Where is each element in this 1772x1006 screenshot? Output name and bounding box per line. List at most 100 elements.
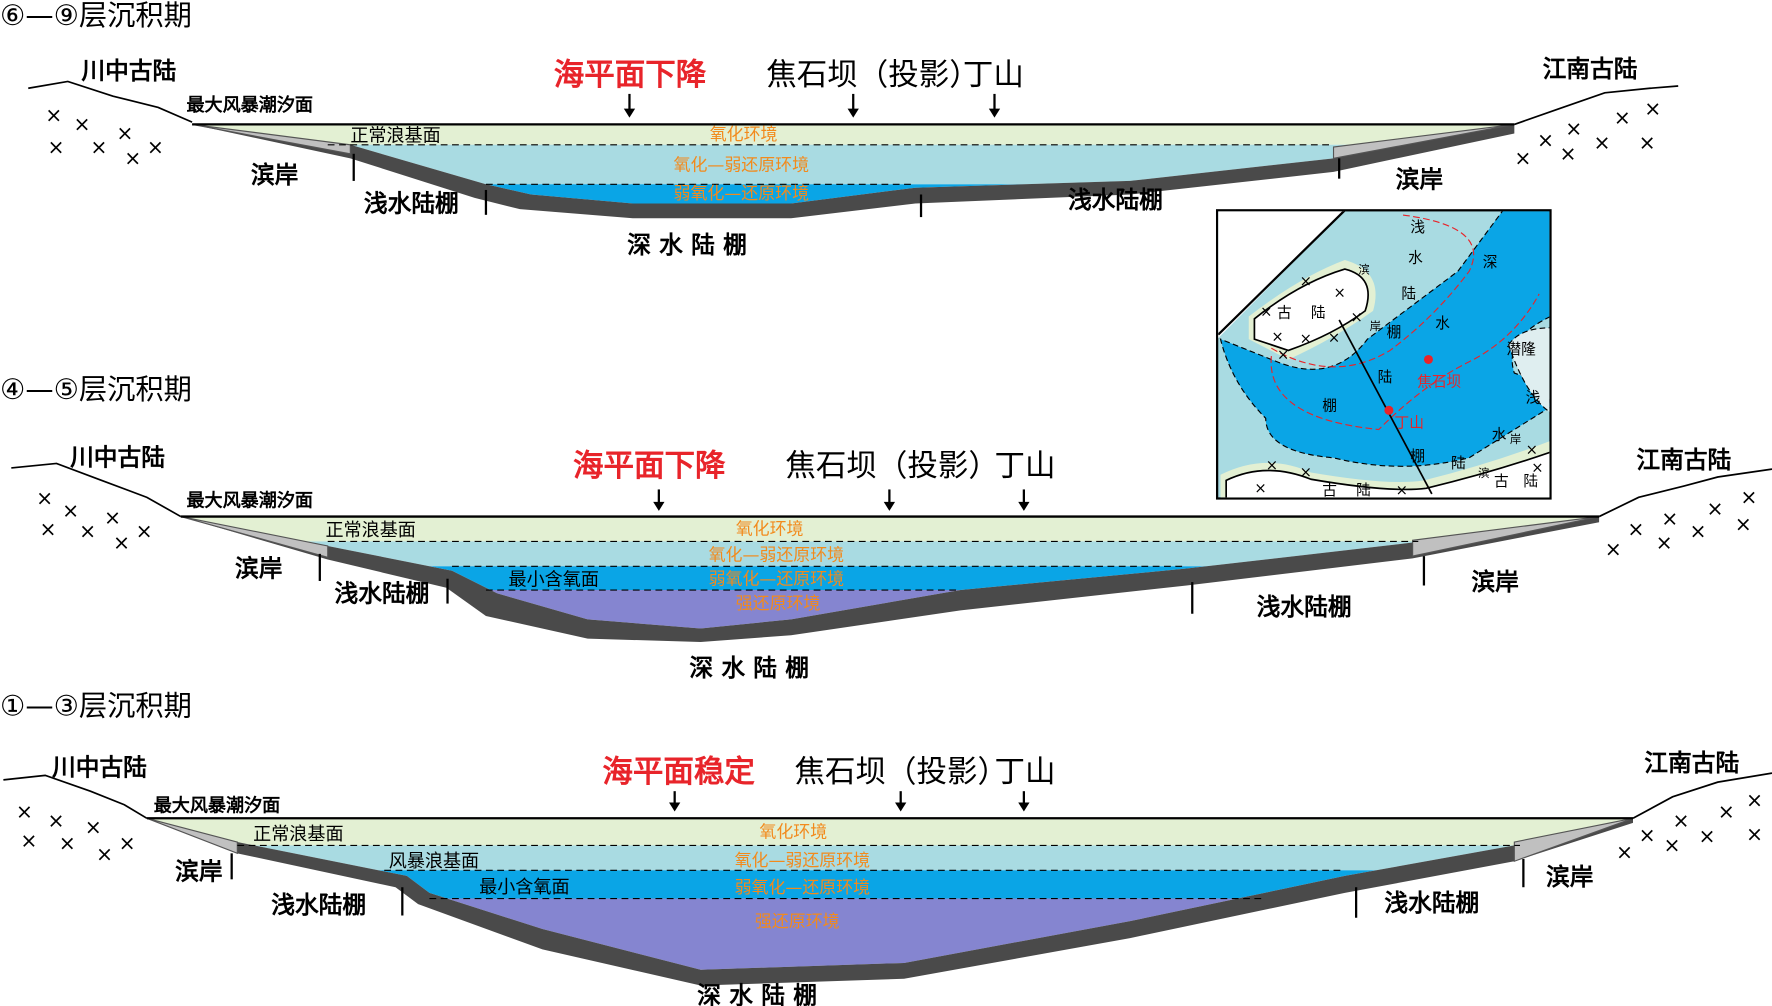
env-label: 弱氧化—还原环境 bbox=[709, 568, 845, 588]
svg-text:×: × bbox=[62, 499, 79, 523]
left-land-label: 川中古陆 bbox=[69, 444, 165, 472]
svg-text:古: 古 bbox=[1277, 305, 1292, 322]
svg-text:岸: 岸 bbox=[1370, 320, 1381, 333]
storm-wave-base-label: 风暴浪基面 bbox=[389, 851, 479, 872]
svg-text:×: × bbox=[1593, 130, 1610, 154]
shelf-label: 浅水陆棚 bbox=[1068, 186, 1163, 214]
deep-shelf-label: 深 水 陆 棚 bbox=[689, 654, 809, 682]
svg-text:×: × bbox=[1746, 788, 1763, 812]
env-label: 氧化环境 bbox=[759, 822, 827, 842]
deep-shelf-label: 深 水 陆 棚 bbox=[697, 982, 817, 1006]
svg-text:×: × bbox=[1514, 146, 1531, 170]
svg-text:×: × bbox=[1644, 96, 1661, 120]
svg-text:×: × bbox=[1277, 346, 1289, 363]
svg-text:×: × bbox=[1664, 833, 1681, 857]
panel-title: ④—⑤层沉积期 bbox=[0, 373, 192, 406]
storm-tide-label: 最大风暴潮汐面 bbox=[186, 94, 313, 116]
shore-label: 滨岸 bbox=[1546, 863, 1593, 891]
svg-text:×: × bbox=[1334, 284, 1346, 301]
arrows bbox=[628, 93, 996, 114]
svg-text:×: × bbox=[1396, 482, 1408, 499]
svg-text:棚: 棚 bbox=[1322, 397, 1337, 414]
shore-label: 滨岸 bbox=[1471, 568, 1518, 596]
env-label: 氧化—弱还原环境 bbox=[709, 545, 845, 565]
svg-text:×: × bbox=[73, 112, 90, 136]
svg-text:深: 深 bbox=[1483, 254, 1498, 271]
svg-text:陆: 陆 bbox=[1356, 482, 1371, 499]
substrate bbox=[192, 124, 1515, 219]
svg-text:古: 古 bbox=[1494, 473, 1509, 490]
svg-text:×: × bbox=[1616, 840, 1633, 864]
svg-text:×: × bbox=[1565, 117, 1582, 141]
svg-text:×: × bbox=[116, 121, 133, 145]
svg-text:×: × bbox=[147, 135, 164, 159]
map-site-dingshan: 丁山 bbox=[1395, 414, 1424, 431]
svg-text:×: × bbox=[1740, 485, 1757, 509]
svg-text:水: 水 bbox=[1408, 249, 1423, 266]
deep-shelf-label: 深 水 陆 棚 bbox=[627, 231, 747, 259]
site-jiaoshiba: 焦石坝（投影） bbox=[785, 449, 999, 484]
storm-tide-label: 最大风暴潮汐面 bbox=[154, 795, 281, 817]
svg-text:×: × bbox=[1627, 517, 1644, 541]
shelf-label: 浅水陆棚 bbox=[1384, 889, 1479, 917]
svg-text:水: 水 bbox=[1492, 427, 1507, 444]
site-dingshan: 丁山 bbox=[994, 755, 1055, 790]
svg-text:×: × bbox=[90, 135, 107, 159]
svg-text:滨: 滨 bbox=[1358, 263, 1369, 277]
svg-text:×: × bbox=[1254, 480, 1266, 497]
wave-base-label: 正常浪基面 bbox=[325, 520, 415, 541]
svg-text:陆: 陆 bbox=[1311, 305, 1326, 322]
svg-text:×: × bbox=[1266, 457, 1278, 474]
svg-text:陆: 陆 bbox=[1401, 285, 1416, 302]
svg-text:×: × bbox=[1639, 130, 1656, 154]
svg-text:陆: 陆 bbox=[1523, 473, 1538, 490]
env-label: 氧化—弱还原环境 bbox=[735, 850, 871, 870]
svg-text:×: × bbox=[1699, 824, 1716, 848]
svg-text:陆: 陆 bbox=[1451, 455, 1466, 472]
svg-text:×: × bbox=[1260, 304, 1272, 321]
svg-text:×: × bbox=[124, 146, 141, 170]
svg-text:×: × bbox=[1746, 822, 1763, 846]
wave-base-label: 正常浪基面 bbox=[253, 824, 343, 845]
svg-text:×: × bbox=[1271, 328, 1283, 345]
svg-text:×: × bbox=[1328, 330, 1340, 347]
svg-text:×: × bbox=[59, 831, 76, 855]
env-label: 强还原环境 bbox=[736, 593, 821, 613]
svg-text:棚: 棚 bbox=[1410, 448, 1425, 465]
svg-text:×: × bbox=[104, 505, 121, 529]
svg-text:浅: 浅 bbox=[1410, 219, 1425, 236]
env-label: 氧化环境 bbox=[736, 519, 804, 539]
right-land-label: 江南古陆 bbox=[1543, 55, 1638, 83]
svg-text:×: × bbox=[1526, 441, 1538, 458]
section-line bbox=[1338, 319, 1433, 495]
map-site-jiaoshiba: 焦石坝 bbox=[1417, 374, 1461, 391]
svg-text:×: × bbox=[1531, 459, 1543, 476]
site-jiaoshiba: 焦石坝（投影） bbox=[794, 755, 1008, 790]
svg-text:×: × bbox=[20, 829, 37, 853]
left-land-line bbox=[28, 80, 193, 123]
min-oxygen-label: 最小含氧面 bbox=[479, 877, 569, 898]
svg-text:×: × bbox=[79, 519, 96, 543]
svg-text:×: × bbox=[47, 135, 64, 159]
jiaoshiba-dot bbox=[1423, 354, 1433, 364]
svg-text:×: × bbox=[40, 517, 57, 541]
env-label: 氧化—弱还原环境 bbox=[674, 155, 810, 175]
svg-text:×: × bbox=[1537, 128, 1554, 152]
storm-tide-label: 最大风暴潮汐面 bbox=[186, 489, 313, 511]
sea-level-label: 海平面下降 bbox=[554, 58, 707, 93]
wave-base-label: 正常浪基面 bbox=[350, 125, 440, 146]
right-land-label: 江南古陆 bbox=[1644, 749, 1739, 777]
svg-text:×: × bbox=[1690, 519, 1707, 543]
svg-text:×: × bbox=[1350, 309, 1362, 326]
shore-label: 滨岸 bbox=[175, 857, 222, 885]
svg-text:×: × bbox=[1639, 823, 1656, 847]
panel-1-3: ①—③层沉积期 川中古陆 江南古陆 海平面稳定 焦石坝（投影） 丁山 最大风暴潮… bbox=[0, 689, 1772, 1006]
shore-label: 滨岸 bbox=[1396, 166, 1443, 194]
svg-text:×: × bbox=[1300, 273, 1312, 290]
svg-text:×: × bbox=[36, 486, 53, 510]
svg-text:×: × bbox=[1661, 507, 1678, 531]
svg-text:×: × bbox=[85, 815, 102, 839]
dingshan-dot bbox=[1384, 405, 1394, 415]
shore-label: 滨岸 bbox=[235, 554, 282, 582]
